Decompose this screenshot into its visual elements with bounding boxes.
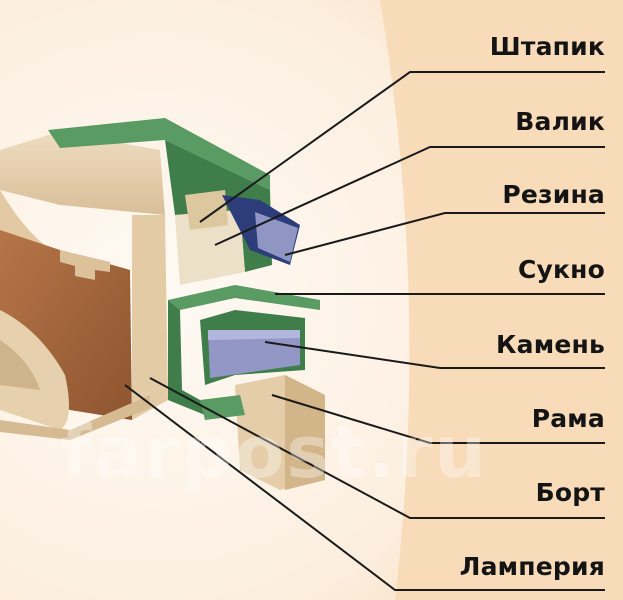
leader-line-rama bbox=[271, 394, 605, 444]
leader-line-valik bbox=[214, 146, 605, 246]
label-rama: Рама bbox=[531, 404, 605, 433]
green-frame-profile bbox=[168, 285, 320, 415]
label-kamen: Камень bbox=[496, 330, 605, 359]
leader-line-bort bbox=[149, 377, 605, 519]
watermark: farpost.ru bbox=[60, 410, 488, 494]
leader-line-shtapik bbox=[199, 71, 605, 223]
background-band bbox=[380, 0, 623, 600]
label-lamperiya: Ламперия bbox=[459, 552, 605, 581]
label-rezina: Резина bbox=[502, 180, 605, 209]
label-shtapik: Штапик bbox=[489, 32, 605, 61]
leader-lines bbox=[124, 71, 605, 591]
label-sukno: Сукно bbox=[517, 255, 605, 284]
leader-line-kamen bbox=[264, 341, 605, 369]
leader-line-lamperiya bbox=[124, 384, 605, 591]
leader-line-rezina bbox=[284, 212, 605, 256]
label-valik: Валик bbox=[515, 107, 605, 136]
wooden-rail bbox=[0, 132, 168, 440]
label-bort: Борт bbox=[535, 478, 605, 507]
